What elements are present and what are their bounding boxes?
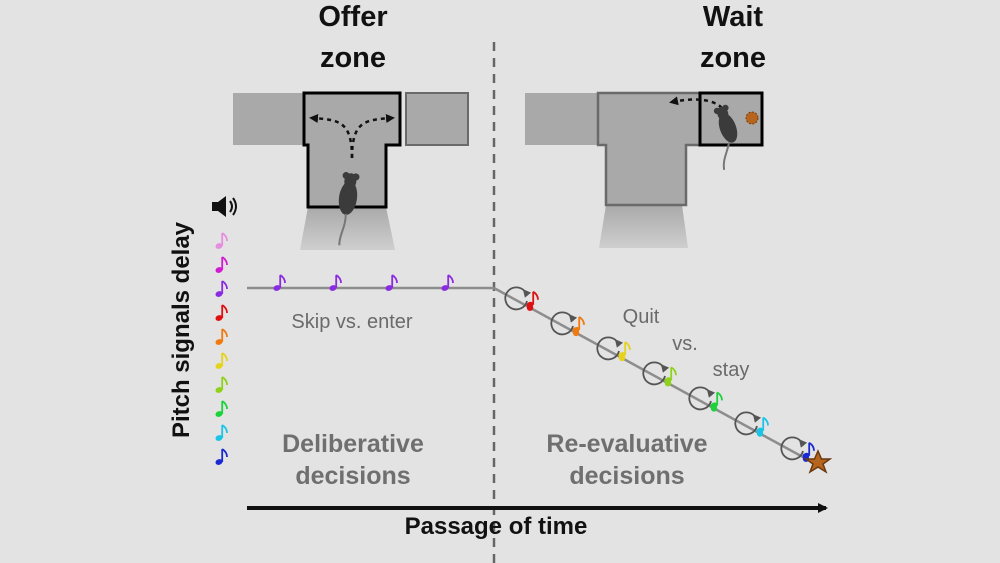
offer-zone-maze	[233, 91, 469, 250]
music-note-icon	[273, 274, 286, 291]
music-note-icon	[215, 400, 228, 417]
y-axis-label: Pitch signals delay	[168, 221, 195, 438]
music-note-icon	[215, 352, 228, 369]
music-note-icon	[215, 448, 228, 465]
music-note-icon	[664, 366, 677, 384]
circular-arrow-icon	[734, 411, 762, 436]
music-note-icon	[441, 274, 454, 291]
skip-vs-enter-label: Skip vs. enter	[291, 311, 413, 333]
offer-zone-title-line1: Offer	[318, 1, 387, 33]
circular-arrow-icon	[504, 286, 532, 311]
maze-left-arm-wait	[525, 93, 600, 145]
quit-arrow	[669, 96, 723, 109]
maze-right-arm	[405, 92, 469, 146]
wait-maze-body	[596, 91, 702, 207]
reevaluative-label-line2: decisions	[569, 462, 684, 490]
maze-corridor-fade-wait	[599, 205, 688, 248]
music-note-icon	[215, 376, 228, 393]
music-note-icon	[329, 274, 342, 291]
mouse-icon-wait	[712, 103, 741, 171]
music-note-icon	[385, 274, 398, 291]
music-note-icon	[526, 290, 539, 308]
wait-zone-maze	[525, 91, 764, 248]
wait-zone-title-line2: zone	[700, 42, 766, 74]
pitch-scale	[215, 232, 228, 465]
music-note-icon	[802, 441, 815, 459]
music-note-icon	[215, 232, 228, 249]
maze-corridor-fade	[300, 207, 395, 250]
x-axis-label: Passage of time	[405, 513, 588, 540]
music-note-icon	[618, 341, 631, 358]
reevaluative-label-line1: Re-evaluative	[546, 430, 707, 458]
choice-arrow-right	[350, 113, 395, 159]
circular-arrow-icon	[688, 386, 716, 411]
circular-arrow-icon	[780, 436, 808, 461]
music-note-icon	[215, 304, 228, 321]
music-note-icon	[215, 256, 228, 273]
music-note-icon	[756, 416, 769, 434]
music-note-icon	[572, 316, 585, 333]
deliberative-label-line2: decisions	[295, 462, 410, 490]
stay-label: stay	[713, 359, 750, 381]
offer-zone-title-line2: zone	[320, 42, 386, 74]
music-note-icon	[710, 391, 723, 409]
music-note-icon	[215, 328, 228, 345]
music-note-icon	[215, 424, 228, 441]
quit-label: Quit	[623, 306, 660, 328]
wait-timeline-marks	[504, 286, 815, 462]
vs-label: vs.	[672, 333, 698, 355]
offer-zone-outline	[302, 91, 402, 209]
maze-left-arm	[233, 93, 305, 145]
circular-arrow-icon	[550, 311, 578, 336]
reward-pellet-icon	[745, 111, 759, 125]
deliberative-label-line1: Deliberative	[282, 430, 424, 458]
mouse-icon-offer	[336, 171, 361, 246]
music-note-icon	[215, 280, 228, 297]
star-icon	[803, 449, 833, 474]
wait-zone-title-line1: Wait	[703, 1, 763, 33]
speaker-icon	[212, 196, 237, 217]
circular-arrow-icon	[596, 336, 624, 361]
circular-arrow-icon	[642, 361, 670, 386]
offer-timeline-notes	[273, 274, 454, 291]
